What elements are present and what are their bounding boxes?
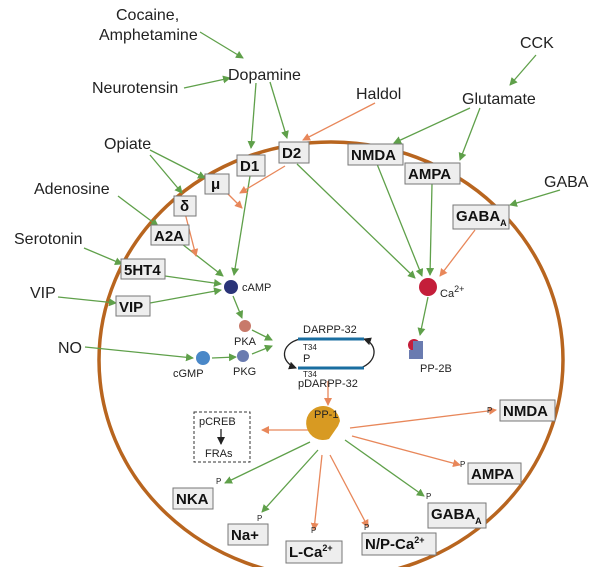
receptor-gaba-a: GABAA — [452, 204, 510, 230]
target-np-ca: P N/P-Ca2+ — [361, 523, 437, 556]
label-pdarpp32: pDARPP-32 — [298, 378, 358, 390]
receptor-5ht4: 5HT4 — [120, 258, 166, 280]
receptor-a2a: A2A — [150, 224, 190, 246]
pkg-node — [237, 350, 249, 362]
svg-text:NMDA: NMDA — [503, 403, 548, 420]
svg-text:A2A: A2A — [154, 228, 184, 245]
receptor-d1: D1 — [236, 154, 266, 177]
pcreb-fras-box: pCREB FRAs — [193, 411, 251, 463]
label-glutamate: Glutamate — [462, 91, 536, 108]
svg-text:VIP: VIP — [119, 299, 143, 316]
target-na: P Na+ — [227, 514, 269, 546]
label-pcreb: pCREB — [199, 416, 236, 428]
target-gaba-a: P GABAA — [426, 492, 487, 529]
cgmp-node — [196, 351, 210, 365]
svg-text:D1: D1 — [240, 158, 259, 175]
svg-text:P: P — [364, 523, 369, 532]
darpp-cycle — [283, 337, 375, 370]
label-darpp32: DARPP-32 — [303, 324, 357, 336]
label-opiate: Opiate — [104, 136, 151, 153]
target-nka: P NKA — [172, 477, 221, 510]
svg-text:P: P — [311, 526, 316, 535]
inhibition-arrows — [184, 102, 497, 531]
label-cck: CCK — [520, 35, 554, 52]
ca-node — [419, 278, 437, 296]
svg-text:AMPA: AMPA — [471, 466, 514, 483]
label-cocaine: Cocaine, — [116, 7, 179, 24]
label-dopamine: Dopamine — [228, 67, 301, 84]
cell-membrane-ring — [97, 140, 565, 567]
label-camp: cAMP — [242, 282, 271, 294]
camp-node — [224, 280, 238, 294]
target-l-ca: P L-Ca2+ — [285, 526, 343, 564]
svg-text:5HT4: 5HT4 — [124, 262, 161, 279]
label-pka: PKA — [234, 336, 257, 348]
svg-text:GABAA: GABAA — [431, 506, 482, 526]
pp1-node — [306, 406, 340, 441]
pp2b-node — [408, 339, 423, 359]
label-t34-bottom: T34 — [303, 370, 317, 379]
receptor-mu: μ — [204, 173, 230, 195]
svg-text:μ: μ — [211, 176, 220, 193]
label-amphetamine: Amphetamine — [99, 27, 198, 44]
label-pkg: PKG — [233, 366, 256, 378]
svg-text:P: P — [460, 460, 465, 469]
label-neurotensin: Neurotensin — [92, 80, 178, 97]
label-t34-top: T34 — [303, 343, 317, 352]
svg-text:N/P-Ca2+: N/P-Ca2+ — [365, 535, 424, 553]
receptor-vip: VIP — [115, 295, 151, 317]
pka-node — [239, 320, 251, 332]
label-pp1: PP-1 — [314, 409, 338, 421]
receptor-delta: δ — [173, 195, 197, 217]
label-vip-input: VIP — [30, 285, 56, 302]
label-no: NO — [58, 340, 82, 357]
label-serotonin: Serotonin — [14, 231, 83, 248]
label-adenosine: Adenosine — [34, 181, 110, 198]
label-gaba: GABA — [544, 174, 589, 191]
svg-text:D2: D2 — [282, 145, 301, 162]
activation-arrows — [57, 31, 561, 513]
receptor-ampa: AMPA — [404, 162, 461, 185]
svg-text:P: P — [487, 406, 492, 415]
label-fras: FRAs — [205, 448, 233, 460]
target-ampa: P AMPA — [460, 460, 522, 485]
svg-text:NKA: NKA — [176, 491, 209, 508]
svg-text:P: P — [216, 477, 221, 486]
label-p-darpp: P — [303, 353, 310, 365]
svg-text:L-Ca2+: L-Ca2+ — [289, 543, 333, 561]
svg-text:Na+: Na+ — [231, 527, 259, 544]
label-haldol: Haldol — [356, 86, 401, 103]
svg-text:δ: δ — [180, 198, 189, 215]
label-pp2b: PP-2B — [420, 363, 452, 375]
svg-text:GABAA: GABAA — [456, 208, 507, 228]
receptor-nmda: NMDA — [347, 143, 404, 166]
svg-text:P: P — [426, 492, 431, 501]
svg-text:P: P — [257, 514, 262, 523]
receptor-d2: D2 — [278, 141, 310, 164]
label-ca: Ca2+ — [440, 284, 464, 300]
target-nmda: P NMDA — [487, 399, 556, 422]
svg-text:AMPA: AMPA — [408, 166, 451, 183]
svg-text:NMDA: NMDA — [351, 147, 396, 164]
label-cgmp: cGMP — [173, 368, 204, 380]
